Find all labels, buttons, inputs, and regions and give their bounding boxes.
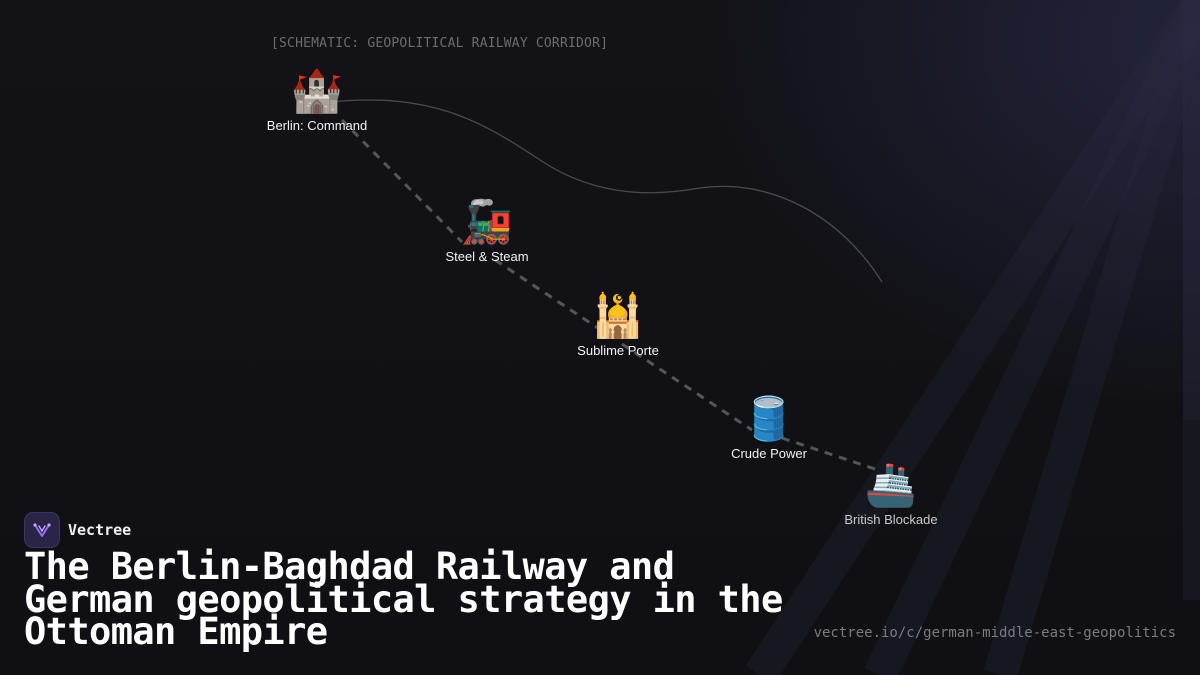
link-steam-porte xyxy=(494,258,599,330)
brand-name: Vectree xyxy=(68,521,132,539)
decorative-curve xyxy=(329,99,883,283)
node-sublime-porte[interactable]: 🕌 Sublime Porte xyxy=(518,291,718,358)
mosque-icon: 🕌 xyxy=(591,292,645,339)
link-berlin-steam xyxy=(340,118,464,244)
castle-icon: 🏰 xyxy=(290,67,344,114)
node-crude-power[interactable]: 🛢️ Crude Power xyxy=(669,394,869,461)
node-label: Berlin: Command xyxy=(266,118,368,133)
node-label: Steel & Steam xyxy=(445,249,529,264)
node-british-blockade[interactable]: 🚢 British Blockade xyxy=(791,460,991,527)
brand[interactable]: Vectree xyxy=(24,512,131,548)
page-url[interactable]: vectree.io/c/german-middle-east-geopolit… xyxy=(813,625,1176,641)
vectree-logo-icon xyxy=(24,512,60,548)
node-label: Crude Power xyxy=(731,446,807,461)
node-label: Sublime Porte xyxy=(577,343,659,358)
locomotive-icon: 🚂 xyxy=(460,198,514,245)
oil-barrel-icon: 🛢️ xyxy=(742,395,796,442)
node-steel-steam[interactable]: 🚂 Steel & Steam xyxy=(387,197,587,264)
node-label: British Blockade xyxy=(844,512,938,527)
page-title: The Berlin-Baghdad Railway and German ge… xyxy=(24,545,783,653)
link-porte-crude xyxy=(621,342,753,432)
node-berlin-command[interactable]: 🏰 Berlin: Command xyxy=(217,66,417,133)
diagram-caption: [SCHEMATIC: GEOPOLITICAL RAILWAY CORRIDO… xyxy=(271,36,609,51)
ship-icon: 🚢 xyxy=(864,461,918,508)
link-crude-blockade xyxy=(781,436,879,472)
